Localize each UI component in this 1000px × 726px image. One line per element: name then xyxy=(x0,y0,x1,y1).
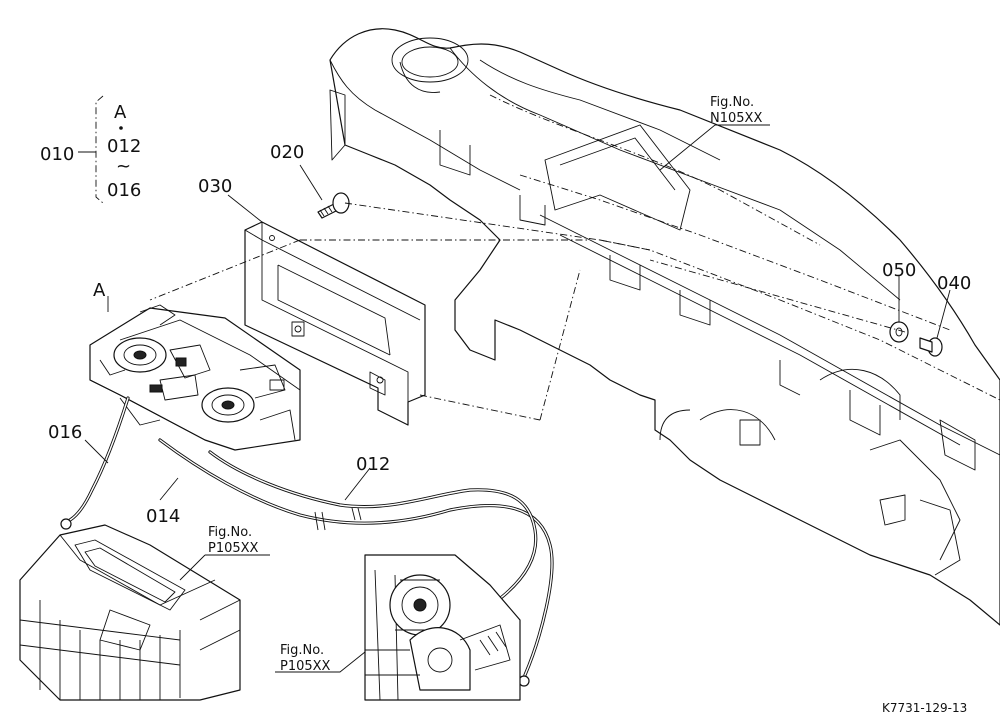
bracket-030 xyxy=(244,221,426,426)
label-030: 030 xyxy=(198,176,232,197)
fig-ref-heater-box-number: P105XX xyxy=(208,541,259,556)
fig-ref-heater-box-title: Fig.No. xyxy=(208,525,252,540)
cable-014 xyxy=(158,438,554,687)
fig-ref-dashboard-title: Fig.No. xyxy=(710,95,754,110)
label-050: 050 xyxy=(882,260,916,281)
cable-clamps xyxy=(314,507,362,531)
label-014: 014 xyxy=(146,506,180,527)
label-group-a: A xyxy=(114,102,127,123)
cable-016 xyxy=(60,396,130,530)
label-010: 010 xyxy=(40,144,74,165)
label-012: 012 xyxy=(356,454,390,475)
group-bracket-010 xyxy=(78,95,123,204)
dashboard-panel xyxy=(329,28,1000,626)
control-unit xyxy=(89,304,301,451)
bolt-020 xyxy=(317,192,350,219)
fig-ref-detail-title: Fig.No. xyxy=(280,643,324,658)
label-group-012: 012 xyxy=(107,136,141,157)
label-040: 040 xyxy=(937,273,971,294)
label-group-tilde: ~ xyxy=(116,156,131,177)
fig-ref-detail-number: P105XX xyxy=(280,659,331,674)
bolt-040 xyxy=(919,337,943,357)
fig-ref-dashboard-number: N105XX xyxy=(710,111,762,126)
label-016: 016 xyxy=(48,422,82,443)
drawing-code: K7731-129-13 xyxy=(882,701,967,715)
heater-detail xyxy=(364,554,521,701)
washer-050 xyxy=(889,321,909,343)
label-a: A xyxy=(93,280,106,301)
label-020: 020 xyxy=(270,142,304,163)
label-group-016: 016 xyxy=(107,180,141,201)
heater-box xyxy=(19,524,241,701)
leader-lines xyxy=(84,124,951,673)
